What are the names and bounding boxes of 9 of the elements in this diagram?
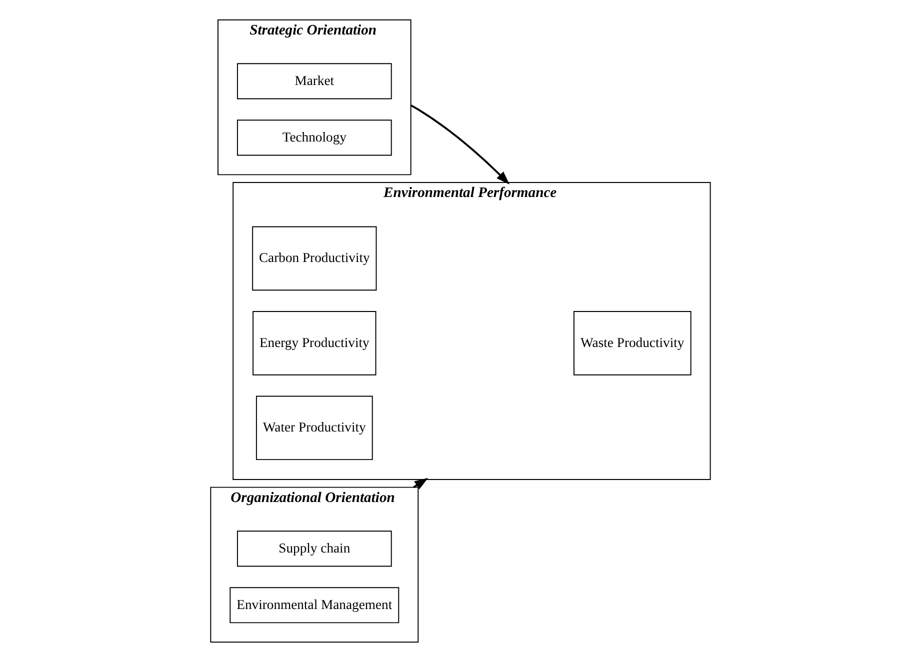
node-box: Market xyxy=(236,63,392,100)
node-box: Technology xyxy=(236,120,392,156)
node-box: Environmental Management xyxy=(229,587,399,624)
node-box: Energy Productivity xyxy=(252,311,376,376)
node-box: Supply chain xyxy=(236,530,392,567)
arrow xyxy=(410,104,510,185)
node-box: Water Productivity xyxy=(255,396,372,460)
node-box: Waste Productivity xyxy=(572,311,691,376)
node-box: Carbon Productivity xyxy=(252,226,376,291)
